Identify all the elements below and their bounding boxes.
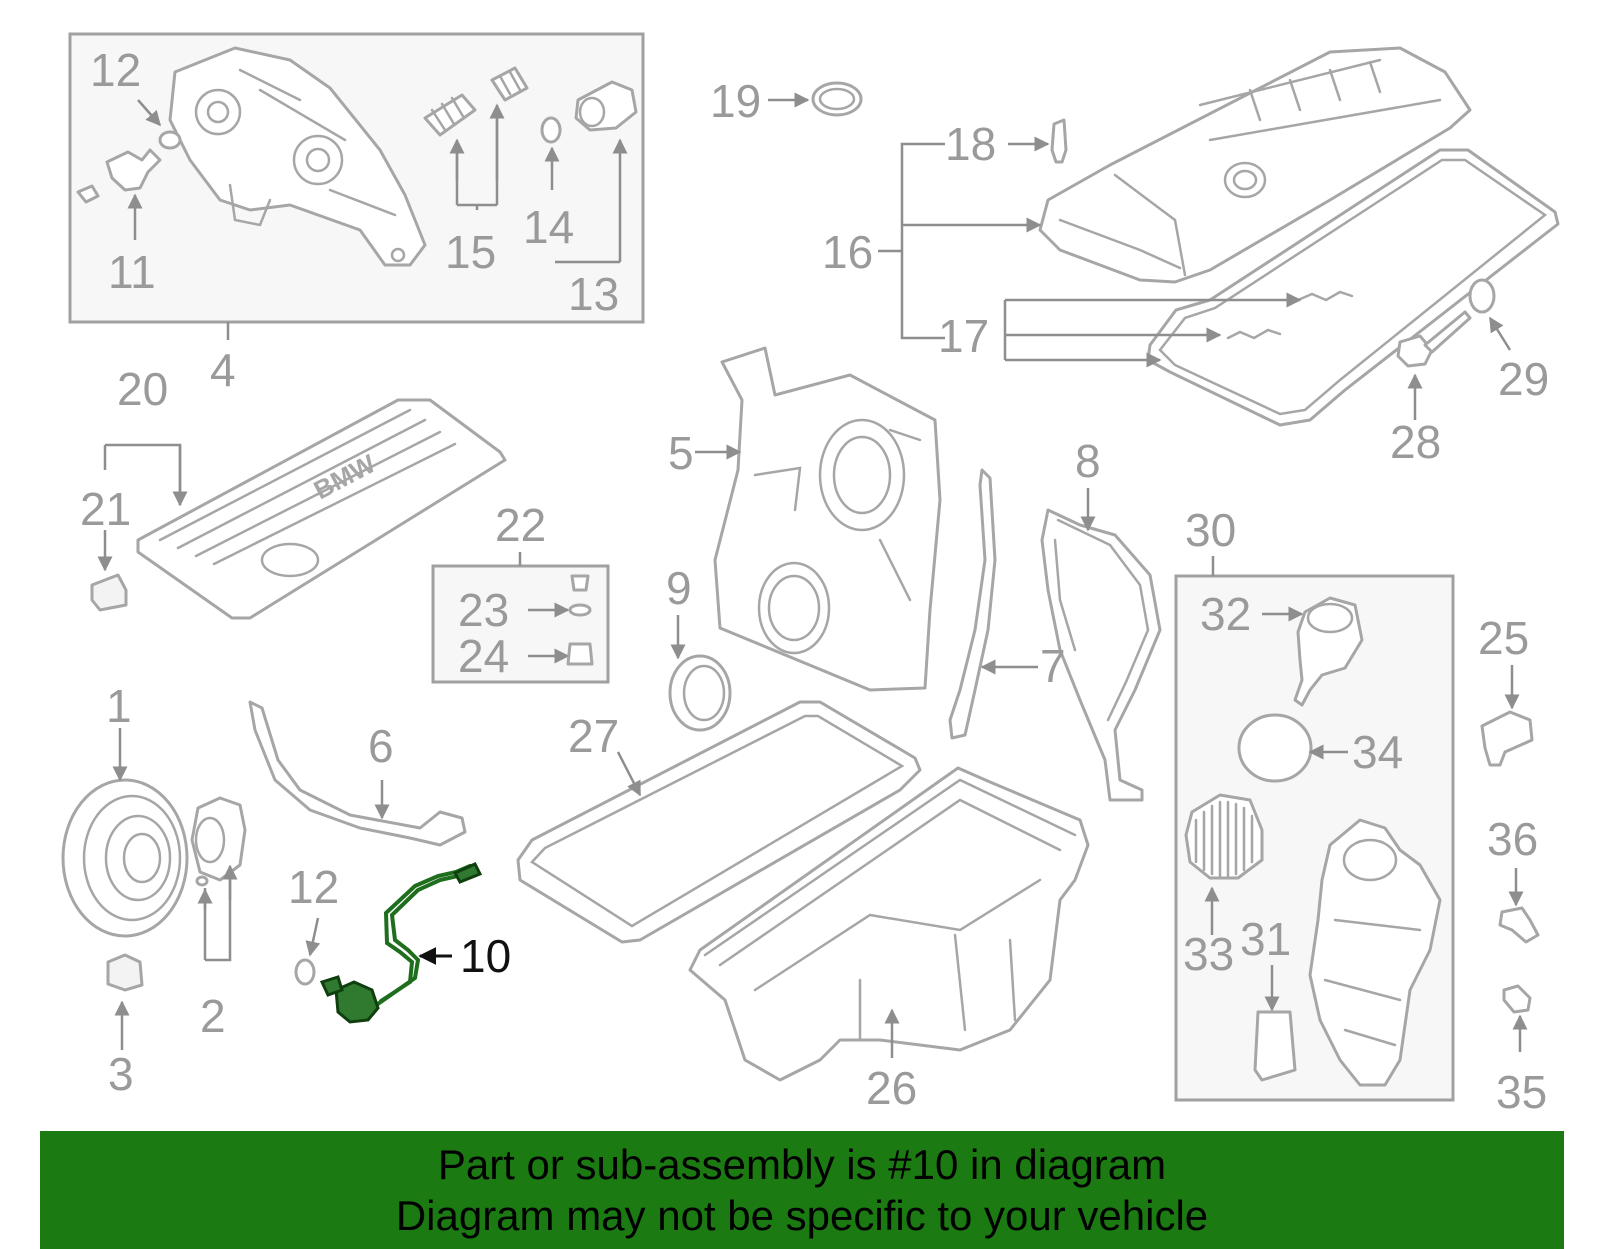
oil-pan-gasket-part-27 <box>516 700 922 944</box>
callout-30: 30 <box>1185 504 1236 556</box>
callout-31: 31 <box>1240 913 1291 965</box>
banner-line-2: Diagram may not be specific to your vehi… <box>395 1192 1209 1239</box>
plug-part-23 <box>570 574 590 592</box>
gasket-part-6 <box>248 700 467 847</box>
gasket-part-7 <box>948 468 997 740</box>
bolt-part-3 <box>106 953 144 992</box>
callout-29: 29 <box>1498 353 1549 405</box>
callout-33: 33 <box>1183 928 1234 980</box>
info-banner: Part or sub-assembly is #10 in diagram D… <box>40 1131 1564 1249</box>
group-box-4 <box>68 32 645 324</box>
callout-6: 6 <box>368 720 394 772</box>
sensor-part-36 <box>1498 906 1540 944</box>
callout-36: 36 <box>1487 813 1538 865</box>
callout-32: 32 <box>1200 588 1251 640</box>
timing-cover-part-5 <box>713 346 942 692</box>
filter-housing-part-31 <box>1308 818 1442 1087</box>
camshaft-sensor-part-11 <box>105 148 162 192</box>
hub-part-2 <box>190 796 247 882</box>
gasket-part-31b <box>1253 1010 1297 1082</box>
callout-22: 22 <box>495 499 546 551</box>
callout-7: 7 <box>1040 640 1066 692</box>
engine-cover-part-20 <box>136 398 507 620</box>
callout-11: 11 <box>108 246 156 298</box>
callout-14: 14 <box>523 201 574 253</box>
callout-24: 24 <box>458 630 509 682</box>
callout-labels: 12 11 15 14 13 4 19 18 16 17 29 28 20 21… <box>80 44 1549 1118</box>
seal-part-9 <box>668 654 732 732</box>
callout-28: 28 <box>1390 416 1441 468</box>
vanos-solenoid-part-13 <box>574 80 638 132</box>
banner-line-1: Part or sub-assembly is #10 in diagram <box>437 1141 1167 1188</box>
callout-4: 4 <box>210 344 236 396</box>
callout-3: 3 <box>108 1048 134 1100</box>
filter-element-part-33 <box>1184 793 1264 880</box>
oring-part-12b <box>294 958 316 986</box>
sensor-part-28 <box>1396 334 1434 368</box>
callout-10: 10 <box>460 930 511 982</box>
sensor-part-25 <box>1480 710 1534 767</box>
callout-5: 5 <box>668 427 694 479</box>
cover-grommet-part-21 <box>90 573 128 612</box>
callout-19: 19 <box>710 75 761 127</box>
callout-21: 21 <box>80 483 131 535</box>
breather-valve-part-18 <box>1050 118 1068 164</box>
oring-part-29 <box>1468 278 1496 314</box>
callout-15: 15 <box>445 226 496 278</box>
callout-17: 17 <box>938 310 989 362</box>
callout-25: 25 <box>1478 612 1529 664</box>
sensor-part-35 <box>1502 984 1532 1014</box>
callout-2: 2 <box>200 990 226 1042</box>
oil-pan-part-26 <box>688 766 1090 1082</box>
callout-12-lower: 12 <box>288 861 339 913</box>
plug-part-24 <box>566 642 594 666</box>
oring-part-34 <box>1237 713 1313 783</box>
highlighted-part-10-sensor <box>319 862 483 1024</box>
callout-16: 16 <box>822 226 873 278</box>
callout-18: 18 <box>945 118 996 170</box>
callout-1: 1 <box>106 680 132 732</box>
gasket-part-8 <box>1040 508 1162 802</box>
callout-27: 27 <box>568 710 619 762</box>
callout-8: 8 <box>1075 435 1101 487</box>
callout-34: 34 <box>1352 726 1403 778</box>
callout-12: 12 <box>90 44 141 96</box>
callout-35: 35 <box>1496 1066 1547 1118</box>
callout-26: 26 <box>866 1062 917 1114</box>
callout-23: 23 <box>458 584 509 636</box>
callout-9: 9 <box>666 562 692 614</box>
callout-20: 20 <box>117 363 168 415</box>
callout-13: 13 <box>568 268 619 320</box>
vanos-unit <box>168 46 427 267</box>
